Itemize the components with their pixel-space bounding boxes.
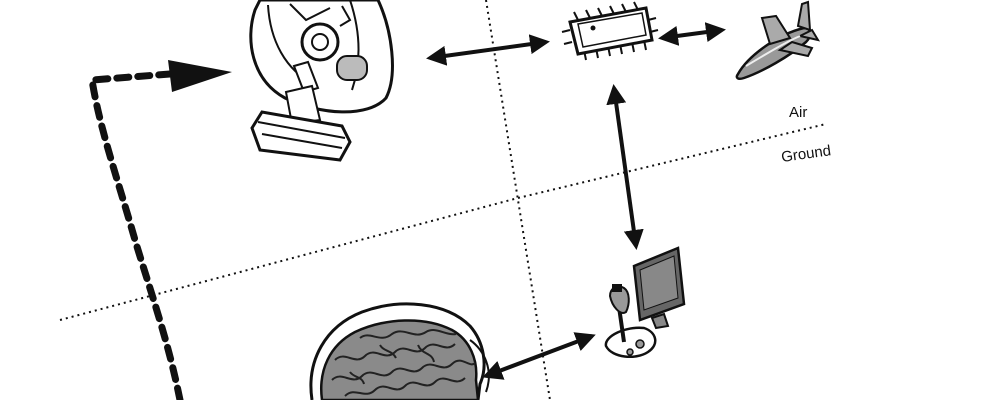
helmet-chip-arrow — [426, 34, 550, 66]
chip-aircraft-arrow — [658, 22, 726, 46]
vertical-divider — [485, 0, 551, 400]
feedback-arrowhead — [168, 60, 232, 92]
helmet-with-camera-icon — [249, 0, 394, 162]
brain-joystick-arrow — [482, 332, 596, 380]
air-ground-divider-lower — [59, 197, 519, 321]
aircraft-icon — [735, 0, 821, 81]
feedback-dashed-path — [87, 70, 184, 400]
air-label: Air — [789, 104, 807, 121]
brain-icon — [309, 302, 490, 400]
microchip-icon — [561, 1, 659, 61]
air-ground-divider-upper — [517, 123, 827, 199]
chip-joystick-arrow — [606, 84, 644, 250]
joystick-and-monitor-icon — [604, 246, 686, 359]
ground-label: Ground — [780, 142, 832, 166]
